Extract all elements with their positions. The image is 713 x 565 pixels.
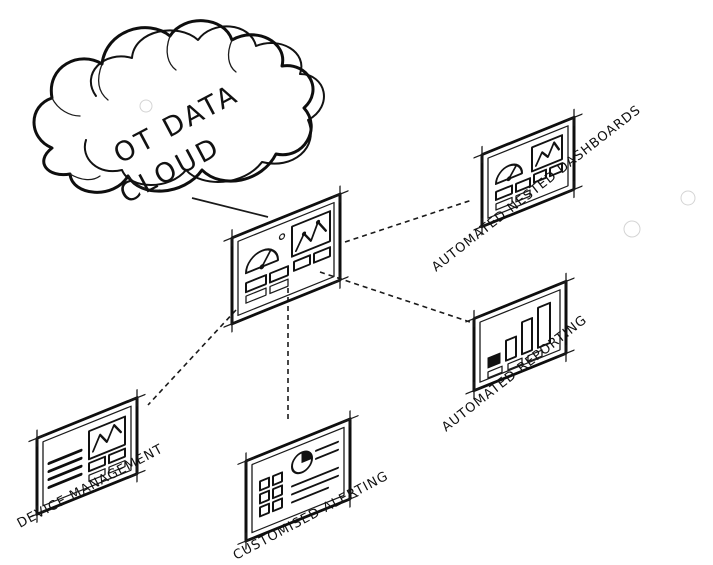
label-nested-dashboards: AUTOMATED NESTED DASHBOARDS [429,103,644,276]
hub-dashboard [223,185,349,333]
ot-data-cloud: OT DATA CLOUD [32,19,325,210]
faint-circles [139,99,696,238]
label-automated-reporting: AUTOMATED REPORTING [439,313,590,436]
connector-lines [147,197,473,420]
cloud-to-hub-link [191,197,269,218]
nested-dashboards-panel [473,108,583,236]
reporting-panel [465,272,575,400]
gauge-icon [495,163,523,186]
line-chart-icon [535,141,560,167]
hub-to-nested-link [344,199,473,243]
line-chart-icon [92,424,122,453]
list-icon [47,448,83,465]
label-customised-alerting: CUSTOMISED ALERTING [231,469,391,564]
hub-to-device-link [147,309,237,406]
grid-icon [259,476,270,492]
device-management-panel [28,389,146,523]
bar-chart-icon [505,335,517,362]
line-chart-icon [295,220,327,253]
gauge-icon [245,248,279,275]
alerting-panel [237,410,359,550]
